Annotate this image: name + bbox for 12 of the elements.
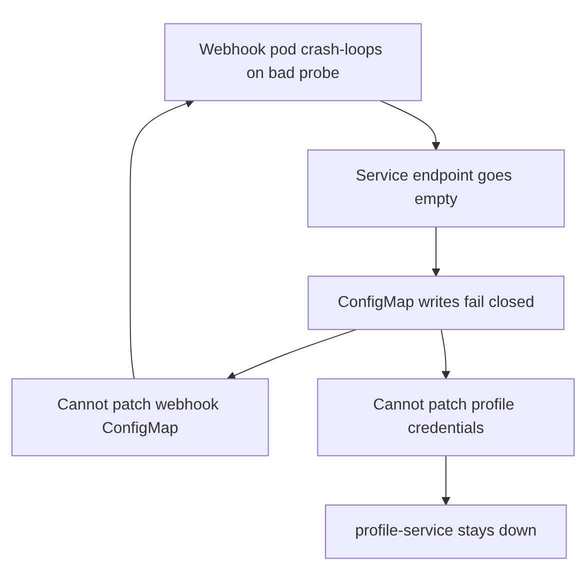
arrow	[130, 99, 194, 380]
node-box: ConfigMap writes fail closed	[308, 276, 564, 330]
node-box: Service endpoint goes empty	[307, 149, 565, 228]
node-box: profile-service stays down	[325, 504, 567, 559]
arrow	[440, 328, 450, 380]
arrow	[226, 328, 358, 380]
arrow	[432, 226, 440, 277]
arrow	[380, 100, 440, 150]
node-box: Webhook pod crash-loops on bad probe	[164, 23, 422, 102]
node-box: Cannot patch profile credentials	[317, 378, 575, 456]
node-box: Cannot patch webhook ConfigMap	[11, 378, 269, 456]
arrow	[442, 455, 450, 506]
